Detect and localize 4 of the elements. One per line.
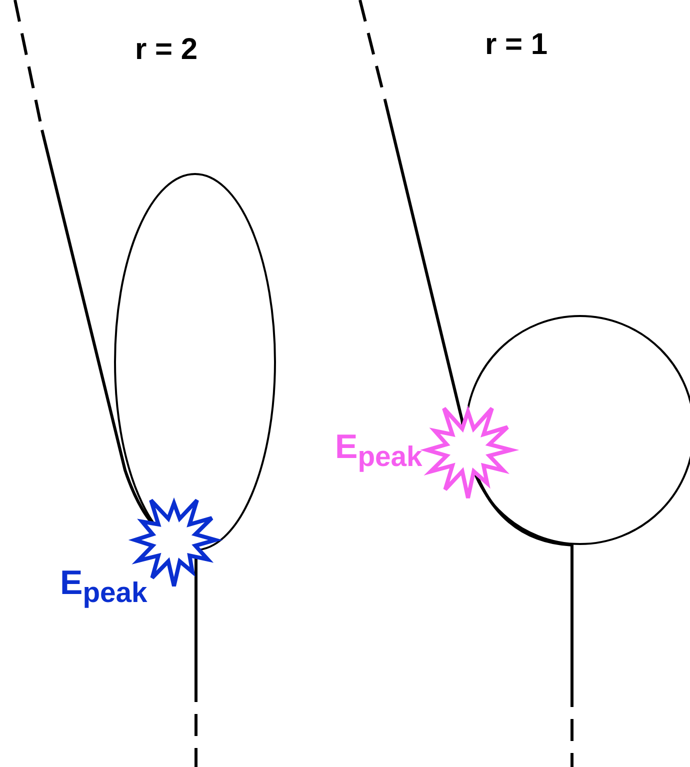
orbit-label: r = 1 [485,30,548,60]
orbit-label: r = 2 [135,35,198,65]
energy-label: E$_{peak}$ [335,430,422,472]
energy-label: E$_{peak}$ [60,566,148,608]
